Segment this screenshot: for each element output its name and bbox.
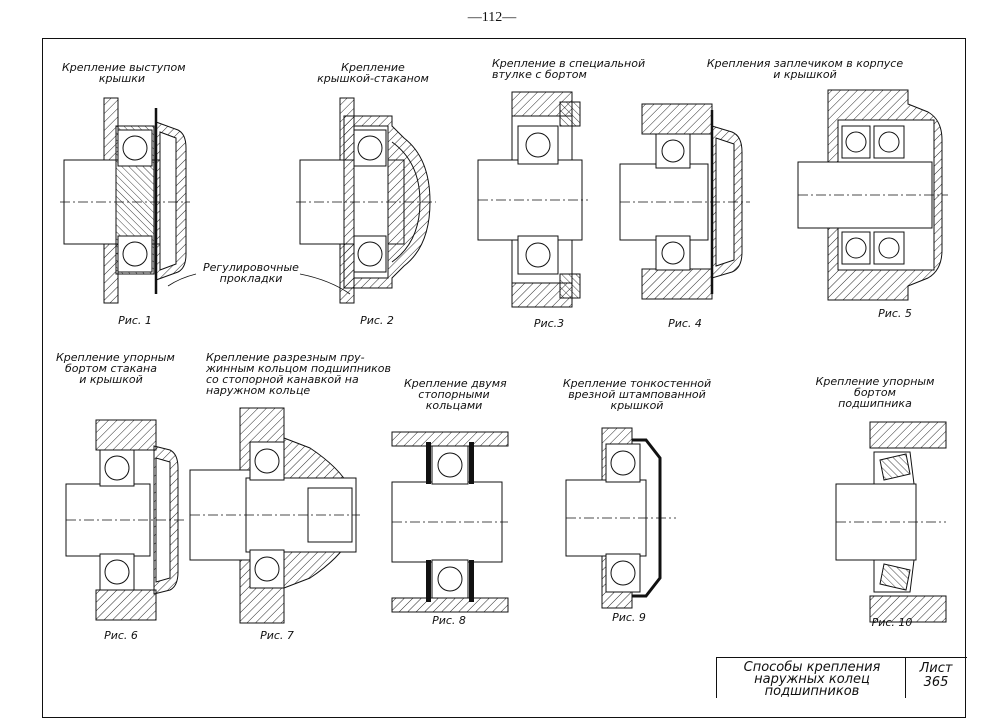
sheet-number: 365	[923, 675, 949, 690]
fig3-bearing-drawing	[477, 91, 588, 308]
title-block-title: Способы крепления наружных колец подшипн…	[743, 660, 881, 699]
fig7-title: Крепление разрезным пру-жинным кольцом п…	[206, 351, 391, 397]
fig9-bearing-drawing	[565, 427, 676, 609]
fig7-caption: Рис. 7	[260, 629, 294, 642]
fig10-bearing-drawing	[835, 421, 947, 623]
fig1-caption: Рис. 1	[118, 314, 152, 327]
title-block-divider	[905, 658, 906, 698]
fig6-caption: Рис. 6	[104, 629, 138, 642]
fig5-caption: Рис. 5	[878, 307, 912, 320]
fig10-caption: Рис. 10	[871, 616, 913, 629]
fig3-caption: Рис.3	[533, 317, 565, 330]
fig8-caption: Рис. 8	[432, 614, 466, 627]
fig2-bearing-drawing	[296, 97, 436, 304]
fig7-bearing-drawing	[189, 407, 360, 624]
fig4-caption: Рис. 4	[668, 317, 702, 330]
fig6-bearing-drawing	[65, 419, 186, 621]
fig5-bearing-drawing	[797, 89, 948, 301]
fig8-bearing-drawing	[391, 431, 509, 613]
title-block-sheet: Лист 365	[909, 662, 963, 690]
sheet-label: Лист	[919, 661, 953, 676]
title-block: Способы крепления наружных колец подшипн…	[716, 657, 967, 698]
page-number: —112—	[467, 10, 517, 25]
fig4-bearing-drawing	[619, 103, 750, 300]
fig2-caption: Рис. 2	[360, 314, 394, 327]
fig9-caption: Рис. 9	[612, 611, 646, 624]
fig1-bearing-drawing	[60, 97, 190, 304]
